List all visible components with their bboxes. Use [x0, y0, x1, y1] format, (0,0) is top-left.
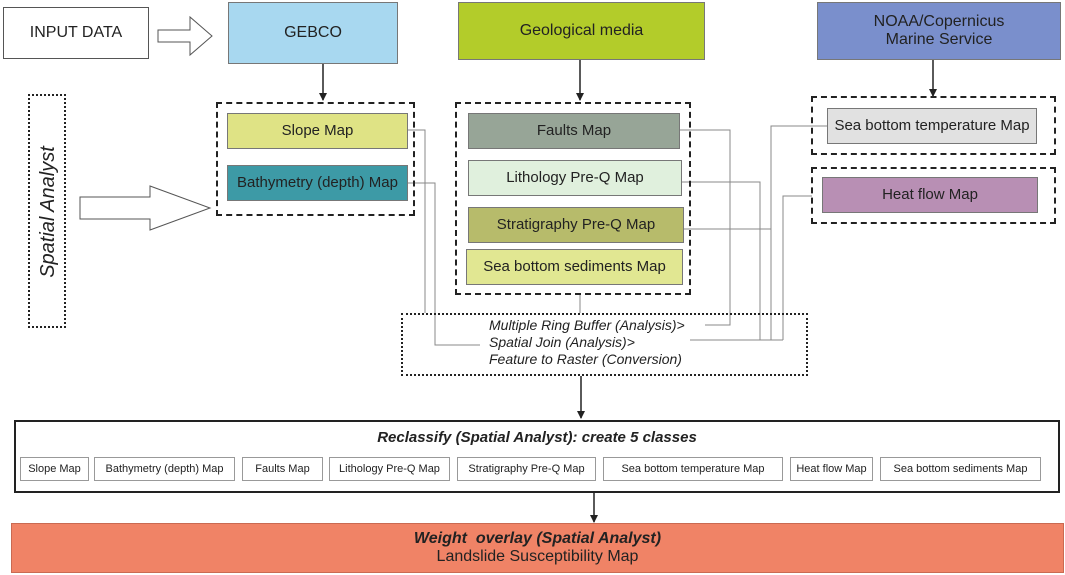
reclass-item-stratigraphy: Stratigraphy Pre-Q Map [457, 457, 596, 481]
weight-overlay-title: Weight overlay (Spatial Analyst) [413, 529, 662, 547]
stratigraphy-map-label: Stratigraphy Pre-Q Map [496, 216, 656, 234]
gebco-maps-group [216, 102, 415, 216]
lithology-map-box: Lithology Pre-Q Map [468, 160, 682, 196]
geological-maps-group [455, 102, 691, 295]
weight-overlay-box: Weight overlay (Spatial Analyst) Landsli… [11, 523, 1064, 573]
gebco-label: GEBCO [284, 23, 342, 41]
noaa-label-line2: Marine Service [885, 31, 993, 48]
input-data-label: INPUT DATA [29, 23, 123, 41]
reclassify-title: Reclassify (Spatial Analyst): create 5 c… [377, 429, 697, 446]
slope-map-box: Slope Map [227, 113, 408, 149]
geological-media-label: Geological media [519, 21, 644, 39]
spatial-hollow-arrow [79, 185, 212, 231]
heatflow-map-label: Heat flow Map [882, 186, 978, 204]
reclass-item-bathymetry: Bathymetry (depth) Map [94, 457, 235, 481]
heatflow-group [811, 167, 1056, 224]
faults-map-box: Faults Map [468, 113, 680, 149]
reclass-item-faults: Faults Map [242, 457, 323, 481]
tools-box [401, 313, 808, 376]
reclass-item-slope: Slope Map [20, 457, 89, 481]
reclass-item-lithology: Lithology Pre-Q Map [329, 457, 450, 481]
slope-map-label: Slope Map [281, 122, 354, 140]
bathymetry-map-box: Bathymetry (depth) Map [227, 165, 408, 201]
reclass-item-temperature: Sea bottom temperature Map [603, 457, 783, 481]
heatflow-map-box: Heat flow Map [822, 177, 1038, 213]
sediments-map-box: Sea bottom sediments Map [466, 249, 683, 285]
reclassify-box [14, 420, 1060, 493]
thin-connectors [408, 125, 827, 346]
bathymetry-map-label: Bathymetry (depth) Map [237, 174, 398, 192]
reclass-item-heatflow: Heat flow Map [790, 457, 873, 481]
spatial-analyst-box [28, 94, 66, 328]
input-hollow-arrow [157, 15, 213, 57]
spatial-analyst-label: Spatial Analyst [37, 146, 59, 278]
weight-overlay-subtitle: Landslide Susceptibility Map [436, 548, 639, 565]
faults-map-label: Faults Map [536, 122, 612, 140]
reclass-item-sediments: Sea bottom sediments Map [880, 457, 1041, 481]
temperature-map-label: Sea bottom temperature Map [834, 117, 1030, 135]
geological-media-box: Geological media [458, 2, 705, 60]
temperature-map-box: Sea bottom temperature Map [827, 108, 1037, 144]
noaa-box: NOAA/Copernicus Marine Service [817, 2, 1061, 60]
temperature-group [811, 96, 1056, 155]
lithology-map-label: Lithology Pre-Q Map [506, 169, 644, 187]
noaa-label-line1: NOAA/Copernicus [873, 12, 1005, 30]
tool-line-3: Feature to Raster (Conversion) [489, 351, 682, 367]
stratigraphy-map-box: Stratigraphy Pre-Q Map [468, 207, 684, 243]
input-data-box: INPUT DATA [3, 7, 149, 59]
gebco-box: GEBCO [228, 2, 398, 64]
sediments-map-label: Sea bottom sediments Map [483, 258, 666, 276]
tool-line-1: Multiple Ring Buffer (Analysis)> [489, 317, 685, 333]
tool-line-2: Spatial Join (Analysis)> [489, 334, 635, 350]
